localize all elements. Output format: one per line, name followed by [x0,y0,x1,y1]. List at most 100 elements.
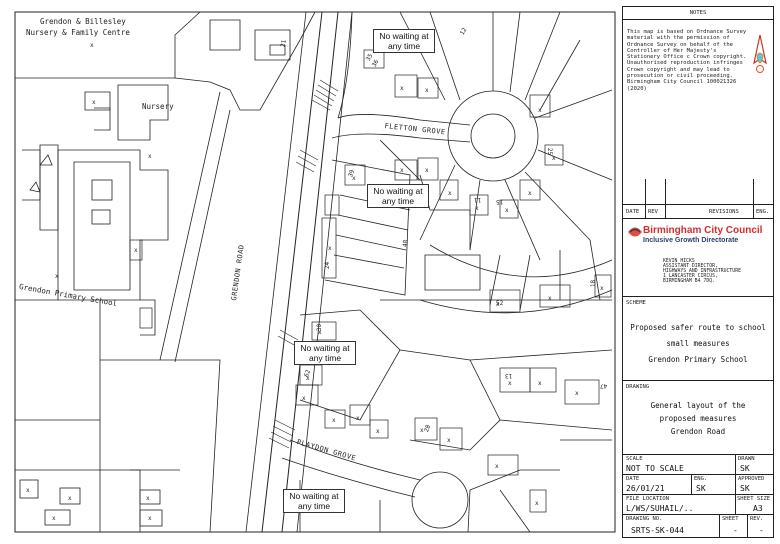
svg-text:x: x [26,487,30,494]
drawing-line: Grendon Road [670,427,726,436]
drawing-number-row: DRAWING NO. SRTS-SK-044 SHEET - REV. - [623,515,773,537]
rev-eng-header: ENG. [756,209,770,215]
notes-text: This map is based on Ordnance Survey mat… [627,29,747,92]
address-line: ASSISTANT DIRECTOR, [663,264,718,269]
house-number: 47 [600,382,608,389]
svg-text:x: x [134,247,138,254]
drawing-line: proposed measures [659,414,737,423]
svg-text:x: x [356,415,360,422]
house-number: 21 [279,39,288,48]
svg-text:x: x [400,167,404,174]
rev-description-header: REVISIONS [709,209,739,215]
file-location-label: FILE LOCATION [626,496,670,502]
svg-text:x: x [538,380,542,387]
house-number: 24 [324,261,332,270]
council-section: Birmingham City Council Inclusive Growth… [623,219,773,297]
approved-value: SK [740,484,750,493]
sheet-size-label: SHEET SIZE [737,496,771,502]
scale-value: NOT TO SCALE [626,464,684,473]
date-value: 26/01/21 [626,484,665,493]
svg-text:x: x [352,175,356,182]
file-location-value: L/WS/SUHAIL/.. [626,504,694,513]
scheme-line: small measures [666,339,730,348]
sheet-label: SHEET [722,516,739,522]
sheet-size-value: A3 [753,504,763,513]
svg-text:x: x [448,190,452,197]
svg-text:x: x [575,390,579,397]
house-number: 52 [496,300,504,307]
svg-text:x: x [148,515,152,522]
svg-text:x: x [496,301,500,308]
eng-label: ENG. [694,476,708,482]
svg-text:x: x [538,107,542,114]
house-number: 30 [316,323,324,332]
council-logo-icon [628,227,642,237]
svg-text:x: x [52,515,56,522]
svg-text:x: x [425,167,429,174]
svg-text:x: x [425,87,429,94]
directorate-name: Inclusive Growth Directorate [643,237,739,244]
scheme-line: Grendon Primary School [648,355,748,364]
scheme-label: SCHEME [626,300,646,306]
notes-header: NOTES [623,10,773,20]
svg-text:x: x [552,155,556,162]
house-number: 11 [474,196,482,203]
rev-value: - [759,526,764,535]
notes-section: NOTES This map is based on Ordnance Surv… [623,7,773,205]
no-waiting-callout: No waiting at any time [367,184,429,208]
svg-text:x: x [376,428,380,435]
date-label: DATE [626,476,640,482]
house-number: 48 [401,239,410,248]
svg-text:x: x [332,417,336,424]
scheme-line: Proposed safer route to school [630,323,766,332]
file-location-row: FILE LOCATION L/WS/SUHAIL/.. SHEET SIZE … [623,495,773,515]
sheet-value: - [733,526,738,535]
house-number: 18 [590,279,598,288]
svg-text:x: x [68,495,72,502]
rev-number-header: REV [648,209,658,215]
drawn-value: SK [740,464,750,473]
svg-text:x: x [475,205,479,212]
nursery-title-line-2: Nursery & Family Centre [26,28,130,37]
svg-text:x: x [55,273,59,280]
rev-label: REV. [750,516,764,522]
svg-text:x: x [306,375,310,382]
drawing-line: General layout of the [650,401,746,410]
north-arrow-icon [753,34,767,73]
svg-text:x: x [508,380,512,387]
no-waiting-callout: No waiting at any time [283,489,345,513]
nursery-label: Nursery [142,102,174,111]
svg-text:x: x [148,153,152,160]
address-line: 1 LANCASTER CIRCUS, [663,274,718,279]
svg-text:x: x [420,427,424,434]
revisions-header-row: DATE REV REVISIONS ENG. [623,179,773,219]
svg-text:x: x [328,245,332,252]
svg-text:x: x [302,395,306,402]
scale-row: SCALE NOT TO SCALE DRAWN SK [623,455,773,475]
approved-label: APPROVED [738,476,765,482]
svg-text:x: x [146,495,150,502]
house-number: 25 [546,147,554,156]
house-number: 13 [505,372,513,379]
svg-text:x: x [318,329,322,336]
site-map: x x x x x x x x x x x x x x x x x x x x x x x x x x x x x x… [14,11,616,533]
scale-label: SCALE [626,456,643,462]
drawn-label: DRAWN [738,456,755,462]
address-line: BIRMINGHAM B4 7DQ. [663,279,715,284]
council-name: Birmingham City Council [643,225,763,236]
date-row: DATE 26/01/21 ENG. SK APPROVED SK [623,475,773,495]
svg-text:x: x [447,437,451,444]
no-waiting-callout: No waiting at any time [294,341,356,365]
address-line: HIGHWAYS AND INFRASTRUCTURE [663,269,741,274]
address-line: KEVIN HICKS [663,259,695,264]
no-waiting-callout: No waiting at any time [373,29,435,53]
svg-text:x: x [90,42,94,49]
svg-text:x: x [495,463,499,470]
svg-text:x: x [528,190,532,197]
drawing-label: DRAWING [626,384,650,390]
drawing-title-section: DRAWING General layout of the proposed m… [623,381,773,455]
svg-text:x: x [92,99,96,106]
svg-text:x: x [505,207,509,214]
rev-date-header: DATE [626,209,640,215]
